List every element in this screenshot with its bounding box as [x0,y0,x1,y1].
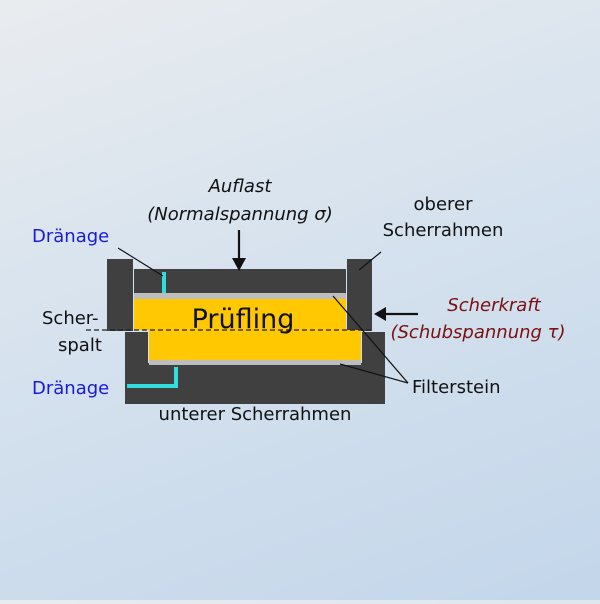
drainage-top-label: Dränage [32,226,109,247]
shear-force-arrow-head [374,307,386,321]
load-label-line1: Auflast [208,176,273,197]
shear-gap-label-line2: spalt [58,335,102,356]
upper-frame-label-line1: oberer [414,194,474,215]
drainage-bottom-label: Dränage [32,378,109,399]
upper-frame-left-wall [107,259,133,331]
specimen-lower-part [149,330,361,360]
filter-stone-leader-top [332,295,409,384]
upper-frame-label-line2: Scherrahmen [383,220,504,241]
filter-stone-leader-bottom [339,363,409,384]
load-arrow-head [232,258,246,271]
shear-force-label-line2: (Schubspannung τ) [390,322,565,343]
shear-force-label-line1: Scherkraft [447,295,541,316]
upper-frame-right-wall [347,259,372,331]
specimen-label: Prüfling [192,304,295,335]
filter-stone-top [134,293,346,299]
load-label-line2: (Normalspannung σ) [147,204,333,225]
lower-shear-frame [125,332,385,404]
filter-stone-bottom [149,360,361,365]
filter-stone-label: Filterstein [412,377,501,398]
upper-frame-leader [358,251,382,271]
specimen-upper-part [134,299,346,330]
drainage-channel-bottom [127,367,178,388]
lower-frame-label: unterer Scherrahmen [159,404,352,425]
load-plate [134,269,346,293]
drainage-top-leader [117,247,164,277]
shear-gap-label-line1: Scher- [42,308,99,329]
